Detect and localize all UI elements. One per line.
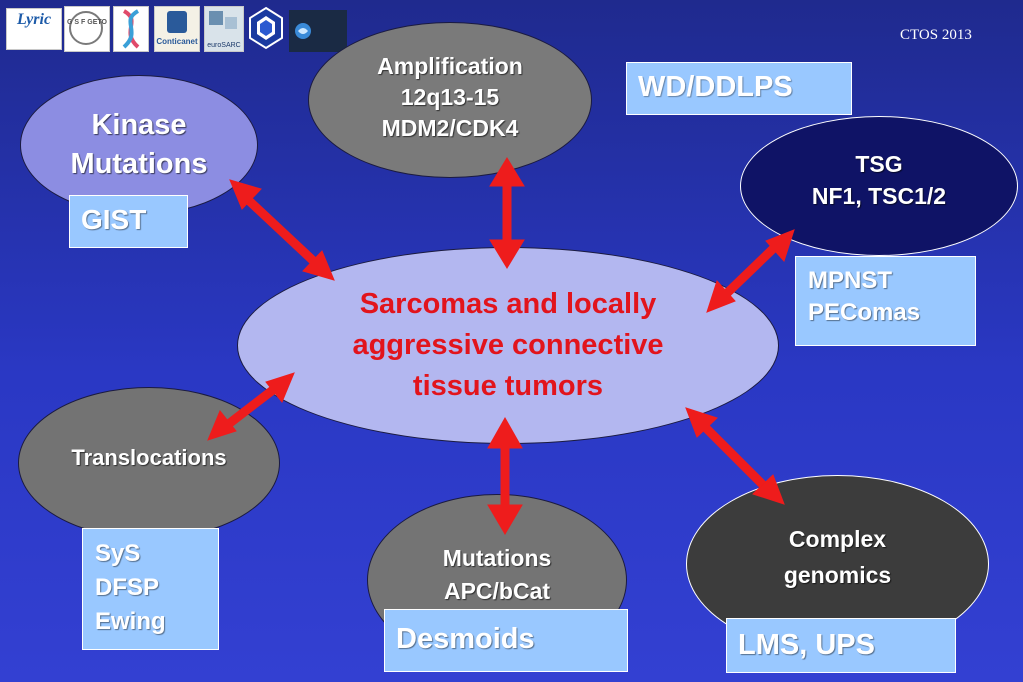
- cube-logo: [248, 6, 284, 50]
- arrow-tsg: [706, 229, 795, 313]
- arrow-mutations: [487, 416, 523, 535]
- arrow-complex: [685, 407, 785, 505]
- translocations-node: Translocations: [18, 387, 280, 539]
- complex-line-2: genomics: [783, 562, 892, 588]
- gsf-geto-logo-text: G S F GETO: [67, 19, 107, 26]
- conticanet-mark-icon: [167, 11, 187, 33]
- lyric-logo-text: Lyric: [17, 11, 52, 28]
- desmoids-text: Desmoids: [396, 623, 535, 655]
- mutations-label: Mutations APC/bCat: [443, 542, 552, 608]
- eurosarc-logo-text: euroSARC: [207, 42, 241, 49]
- sys-dfsp-ewing-box: SyS DFSP Ewing: [82, 528, 219, 650]
- kinase-line-1: Kinase: [91, 109, 187, 141]
- wd-ddlps-box: WD/DDLPS: [626, 62, 852, 115]
- amplification-line-1: Amplification: [377, 52, 523, 79]
- gsf-ring-icon: [69, 11, 103, 45]
- cube-icon: [249, 6, 283, 50]
- mutations-line-1: Mutations: [442, 545, 552, 571]
- sys-text: SyS: [95, 540, 141, 567]
- central-label: Sarcomas and locally aggressive connecti…: [352, 284, 663, 407]
- arrow-kinase: [229, 179, 335, 281]
- translocations-label: Translocations: [71, 445, 227, 470]
- gist-box: GIST: [69, 195, 188, 248]
- gsf-geto-logo: G S F GETO: [64, 6, 110, 52]
- mpnst-pecomas-box: MPNST PEComas: [795, 256, 976, 346]
- gist-text: GIST: [81, 204, 147, 235]
- mutations-line-2: APC/bCat: [443, 578, 551, 604]
- amplification-label: Amplification 12q13-15 MDM2/CDK4: [377, 51, 523, 144]
- wd-ddlps-text: WD/DDLPS: [638, 71, 793, 103]
- central-line-2: aggressive connective: [352, 329, 664, 361]
- complex-line-1: Complex: [788, 526, 887, 552]
- pecomas-text: PEComas: [808, 299, 921, 326]
- central-line-1: Sarcomas and locally: [359, 288, 657, 320]
- lyric-logo: Lyric: [6, 8, 62, 50]
- kinase-mutations-label: Kinase Mutations: [71, 106, 208, 184]
- dfsp-text: DFSP: [95, 574, 160, 601]
- conticanet-logo-text: Conticanet: [156, 37, 198, 46]
- tsg-line-2: NF1, TSC1/2: [811, 183, 947, 209]
- amplification-node: Amplification 12q13-15 MDM2/CDK4: [308, 22, 592, 178]
- arrow-translocations: [207, 372, 295, 441]
- conticanet-logo: Conticanet: [154, 6, 200, 52]
- tsg-label: TSG NF1, TSC1/2: [812, 148, 946, 212]
- lms-ups-text: LMS, UPS: [738, 629, 875, 661]
- dna-icon: [122, 9, 140, 49]
- dna-logo: [113, 6, 149, 52]
- ewing-text: Ewing: [95, 608, 166, 635]
- eurosarc-mark-icon: [209, 11, 237, 29]
- arrow-amplification: [489, 157, 525, 269]
- desmoids-box: Desmoids: [384, 609, 628, 672]
- central-line-3: tissue tumors: [412, 370, 604, 402]
- tsg-line-1: TSG: [855, 151, 903, 177]
- mpnst-text: MPNST: [808, 267, 892, 294]
- complex-genomics-label: Complex genomics: [784, 521, 891, 593]
- kinase-mutations-node: Kinase Mutations: [20, 75, 258, 215]
- dark-logo-mark-icon: [295, 23, 311, 39]
- event-label: CTOS 2013: [900, 27, 972, 43]
- dark-logo: [289, 10, 347, 52]
- eurosarc-logo: euroSARC: [204, 6, 244, 52]
- amplification-line-3: MDM2/CDK4: [381, 114, 519, 141]
- kinase-line-2: Mutations: [70, 148, 208, 180]
- lms-ups-box: LMS, UPS: [726, 618, 956, 673]
- amplification-line-2: 12q13-15: [400, 83, 500, 110]
